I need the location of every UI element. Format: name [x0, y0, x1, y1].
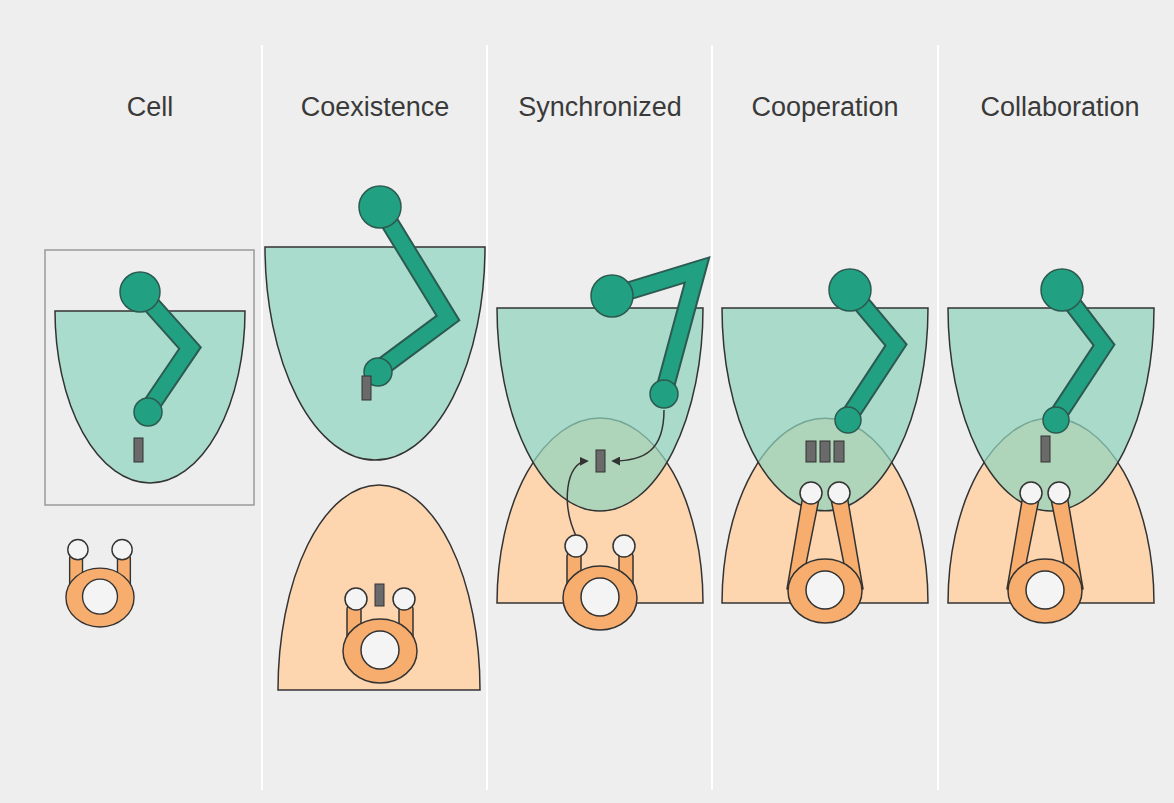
- column-heading: Cell: [127, 92, 174, 123]
- human-workspace: [278, 485, 480, 690]
- column-heading: Collaboration: [980, 92, 1139, 123]
- workpiece: [1041, 436, 1050, 462]
- human-worker: [66, 540, 134, 627]
- robot-arm: [591, 270, 697, 408]
- cooperation-panel: [722, 269, 928, 623]
- robot-arm: [120, 272, 190, 462]
- coexistence-panel: [265, 186, 485, 690]
- robot-workspace: [265, 247, 485, 460]
- handover-arrow: [613, 410, 664, 461]
- safety-fence: [45, 250, 254, 505]
- collaboration-panel: [948, 269, 1154, 623]
- column-separators: [262, 45, 938, 790]
- workpiece: [596, 450, 605, 472]
- column-heading: Coexistence: [301, 92, 450, 123]
- synchronized-panel: [497, 270, 703, 630]
- workpiece: [375, 584, 384, 606]
- human-worker: [787, 482, 863, 623]
- robot-workspace: [948, 308, 1154, 511]
- column-heading: Synchronized: [518, 92, 682, 123]
- human-worker: [563, 535, 637, 630]
- handover-arrow: [567, 461, 587, 540]
- robot-arm: [359, 186, 448, 400]
- cell-panel: [45, 250, 254, 627]
- robot-arm: [1041, 269, 1104, 433]
- column-heading: Cooperation: [751, 92, 898, 123]
- human-worker: [1007, 482, 1083, 623]
- robot-arm: [829, 269, 896, 433]
- workpieces: [806, 441, 844, 462]
